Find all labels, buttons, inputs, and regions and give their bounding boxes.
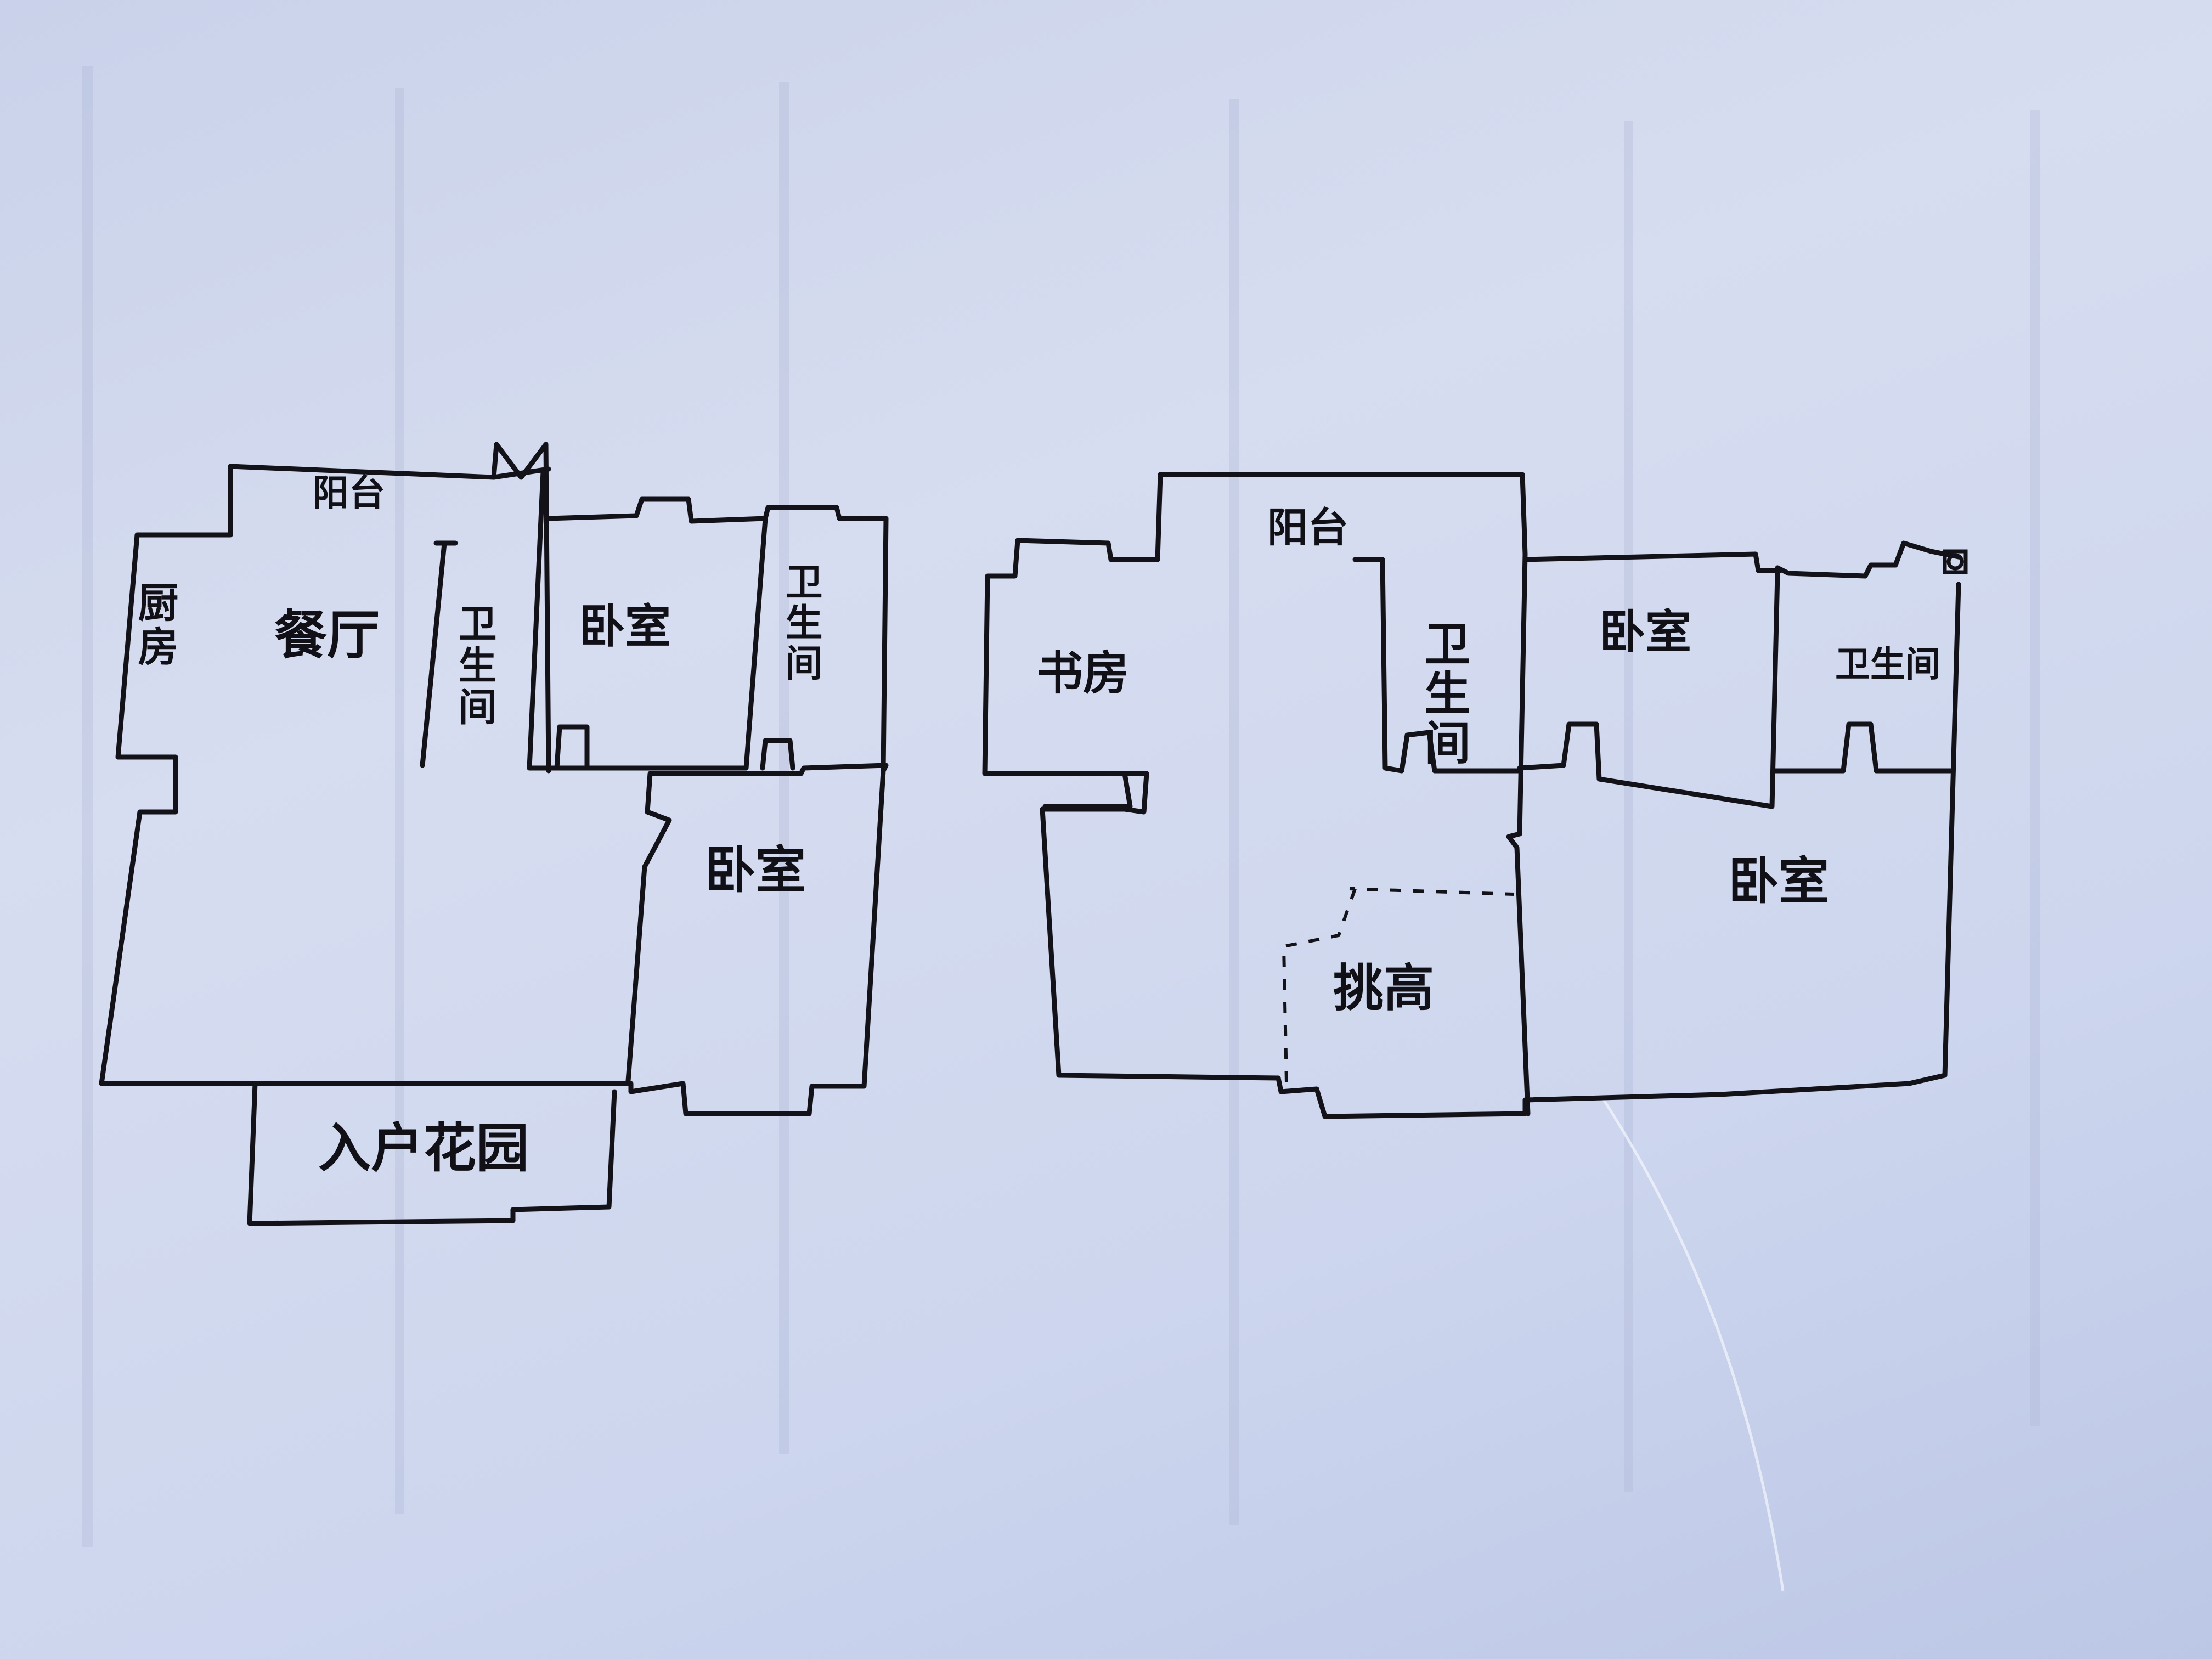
floor-2-stub (1042, 771, 1133, 809)
floor-2-bath-wall (1352, 557, 1522, 774)
f2-bedroom-main-label: 卧室 (1728, 851, 1830, 911)
floor-2-ornament-circle (1946, 553, 1964, 571)
floor-1-wall-stub (420, 540, 458, 768)
paper-bleed-texture (82, 66, 2040, 1547)
floor-1-inner-wall (527, 469, 546, 771)
floor-1-outer-wall (99, 464, 889, 1116)
floor-2-top-wall (1158, 472, 1531, 1116)
f2-balcony-label: 阳台 (1267, 504, 1348, 551)
floor-1-door-mark (491, 442, 551, 774)
floor-2-partition (1517, 571, 1780, 809)
f2-study-label: 书房 (1037, 646, 1130, 700)
f1-balcony-label: 阳台 (313, 471, 385, 514)
f1-bedroom-main-label: 卧室 (705, 840, 806, 900)
f1-kitchen-label: 厨房 (131, 582, 178, 669)
floor-2-high-ceiling-outline-2 (1282, 888, 1357, 1084)
floor-2-plan (982, 472, 1968, 1119)
f2-bedroom-top-label: 卧室 (1599, 605, 1692, 659)
floor-1-plan (99, 442, 889, 1226)
f2-high-ceiling-label: 挑高 (1333, 958, 1435, 1018)
floor-1-partition (527, 516, 768, 771)
f1-dining-label: 餐厅 (274, 604, 380, 666)
f1-bath-right-label: 卫生间 (778, 562, 822, 684)
f2-bath-mid-label: 卫生间 (1417, 620, 1471, 768)
floor-1-notch-1 (554, 724, 590, 771)
floor-2-partition-2 (1772, 721, 1956, 774)
f2-bath-right-label: 卫生间 (1835, 644, 1940, 685)
floor-1-garden-wall (247, 1081, 617, 1226)
floor-1-notch-2 (760, 738, 795, 771)
f1-bath-left-label: 卫生间 (452, 603, 498, 729)
floor-2-bedroom-wall (1522, 540, 1961, 579)
floor-2-ornament (1943, 549, 1968, 574)
paper-crease (1600, 1096, 1785, 1592)
f1-bedroom-top-label: 卧室 (579, 599, 672, 653)
floor-2-outer-wall (982, 472, 1961, 1119)
floor-2-high-ceiling-outline (1349, 887, 1515, 896)
f1-garden-label: 入户花园 (318, 1117, 529, 1179)
